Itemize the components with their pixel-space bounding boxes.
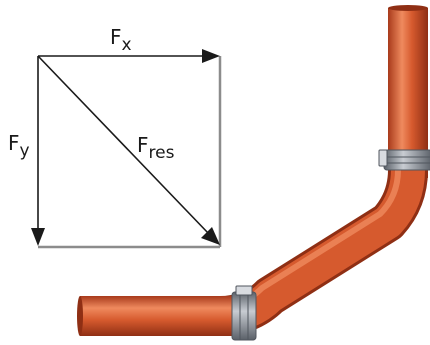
clamp-screw-upper	[378, 149, 388, 167]
fx-vector	[38, 49, 220, 63]
fres-vector	[37, 55, 220, 245]
vector-diagram: Fx Fy Fres	[8, 25, 222, 249]
pipe-top-opening	[388, 5, 428, 11]
pipe-illustration	[77, 5, 430, 341]
fx-arrowhead	[202, 49, 220, 63]
fy-arrowhead	[31, 228, 45, 246]
upper-pipe-clamp	[378, 149, 430, 171]
fres-label: Fres	[137, 133, 175, 163]
pipe-horizontal-segment	[80, 296, 250, 336]
pipe-left-opening	[77, 296, 83, 336]
fy-vector	[31, 56, 45, 246]
clamp-screw-lower	[235, 285, 253, 296]
fx-label: Fx	[110, 25, 132, 55]
fy-label: Fy	[8, 131, 30, 161]
fres-arrowhead	[201, 227, 220, 245]
lower-pipe-clamp	[231, 285, 257, 341]
